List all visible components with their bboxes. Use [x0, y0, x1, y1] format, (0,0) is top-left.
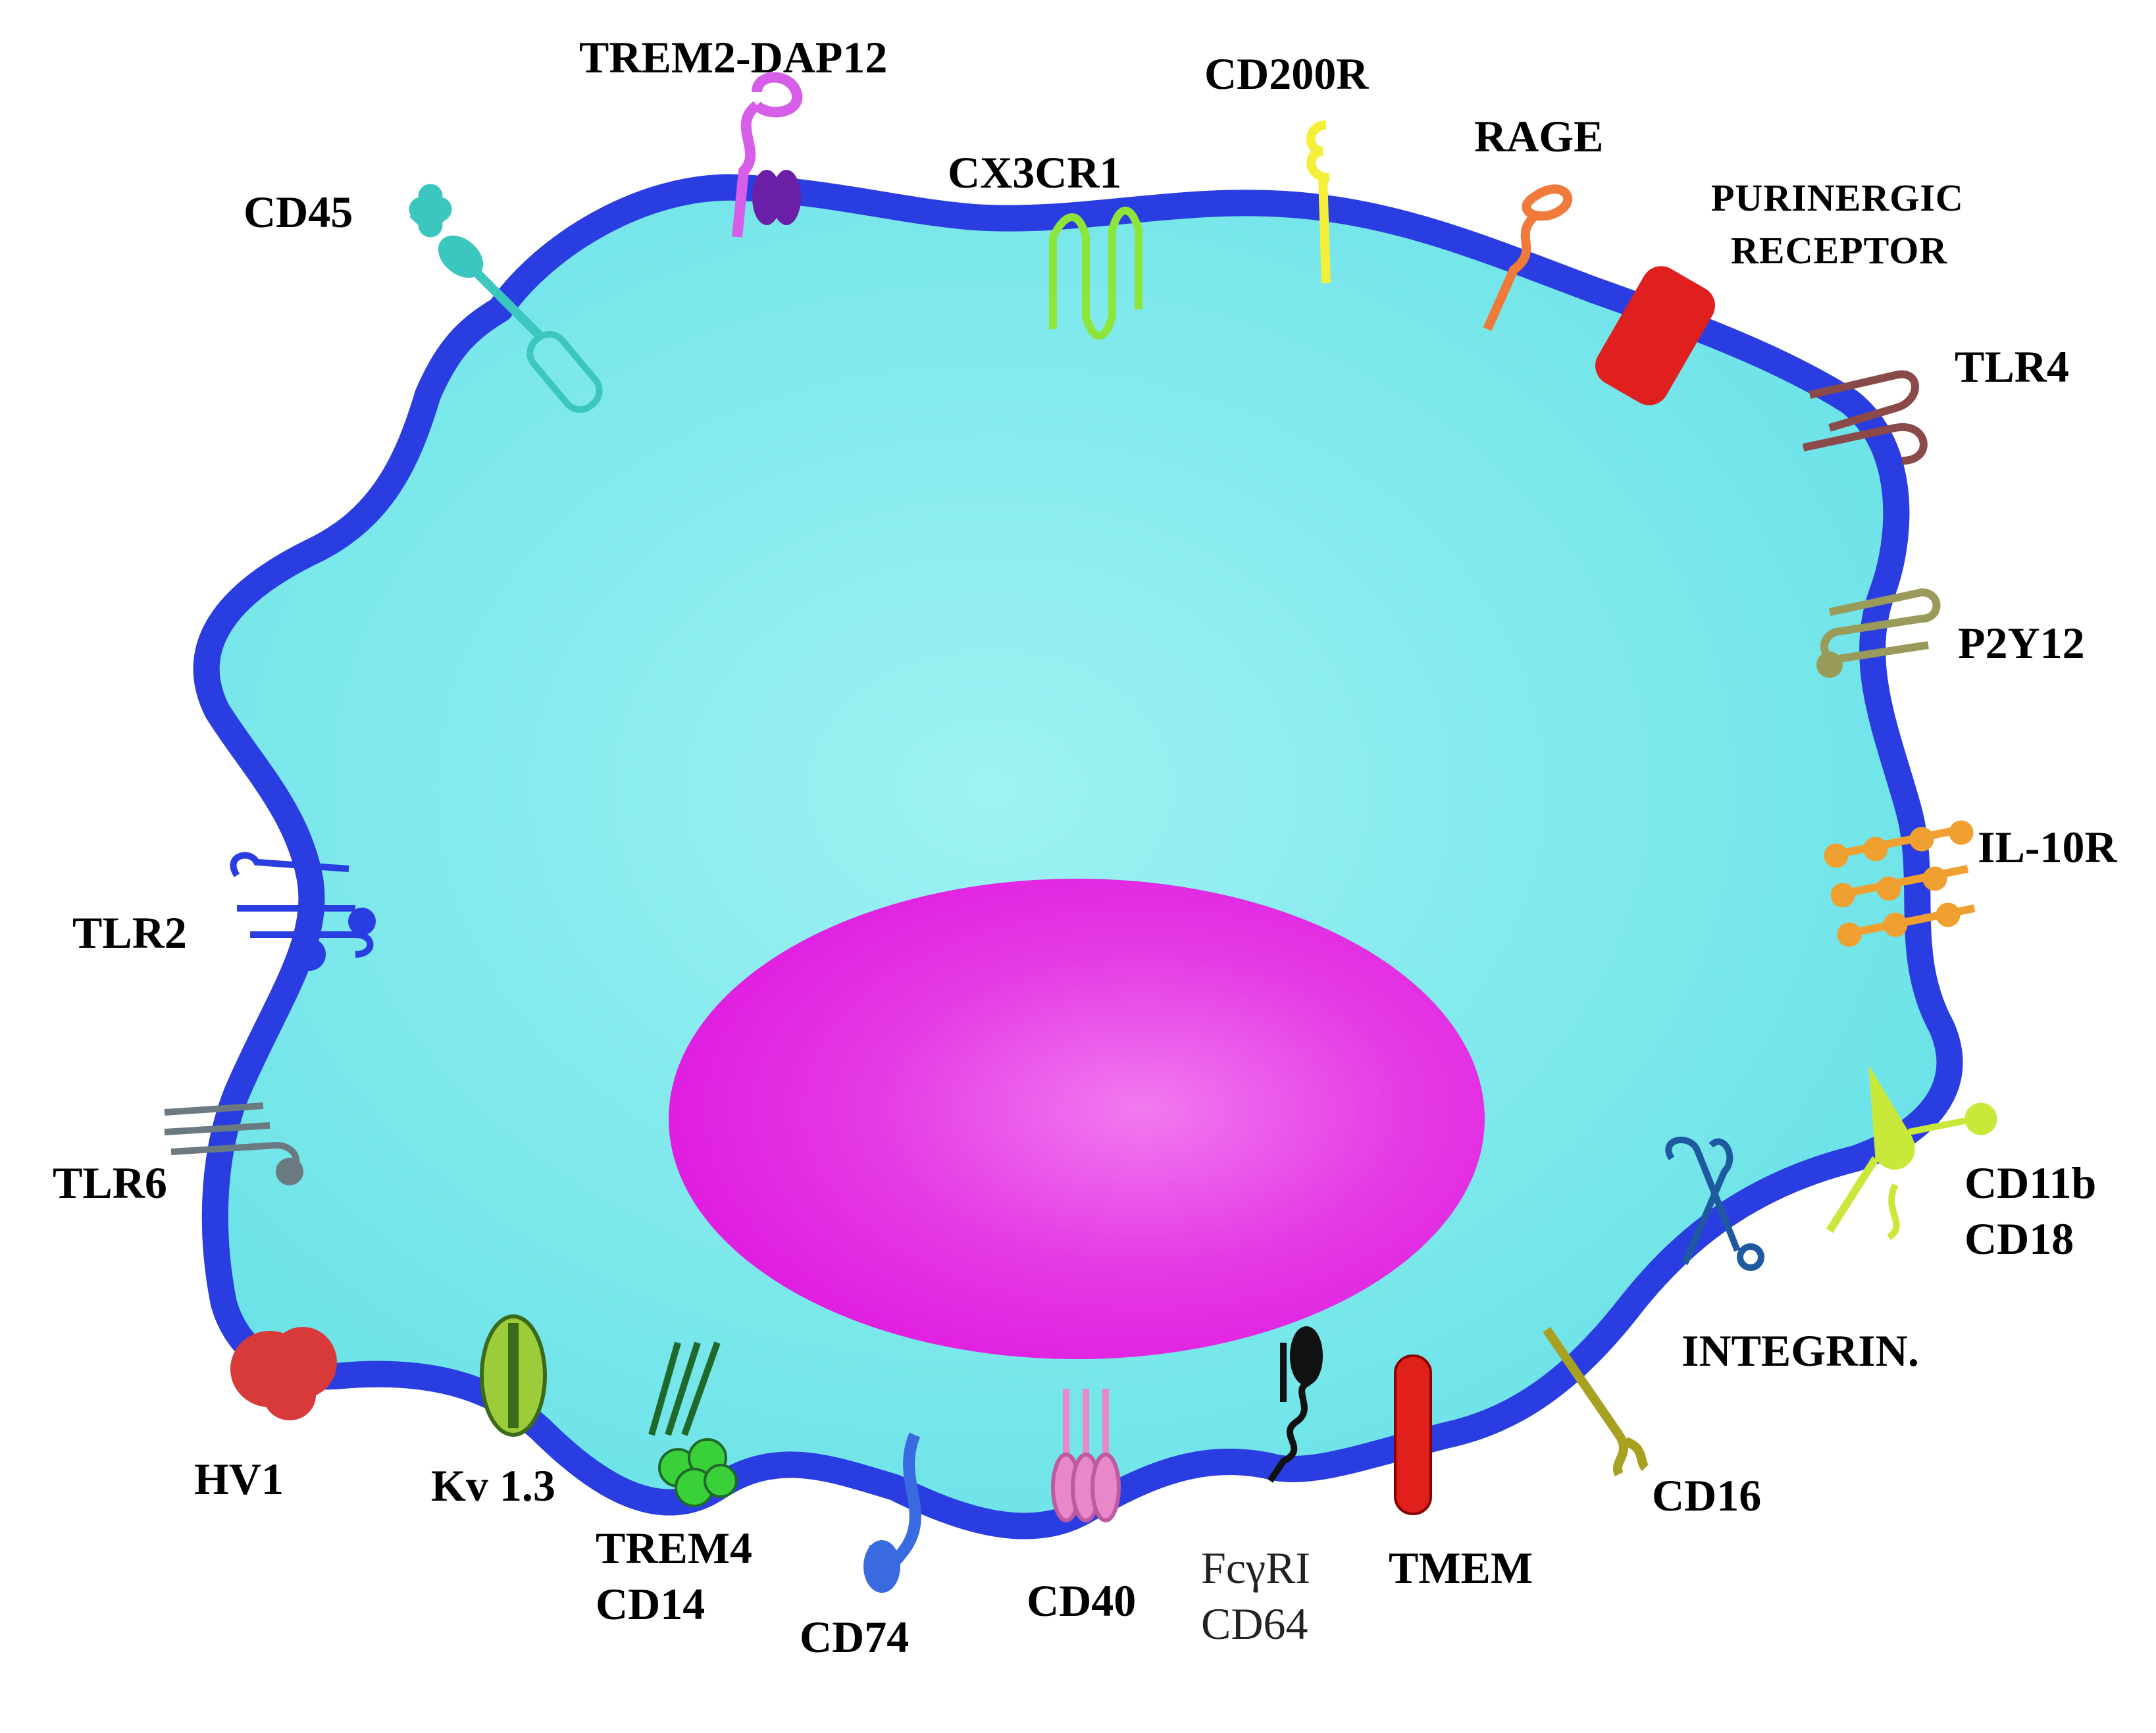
- tmem-receptor-icon: [1394, 1355, 1432, 1515]
- label-tlr4: TLR4: [1955, 342, 2069, 392]
- hv1-channel-icon: [230, 1327, 337, 1420]
- label-cd200r: CD200R: [1204, 49, 1369, 99]
- label-cd45: CD45: [244, 187, 353, 237]
- cx3cr1-receptor-icon: [1049, 207, 1142, 340]
- label-cd74: CD74: [800, 1612, 909, 1662]
- label-tmem: TMEM: [1389, 1543, 1533, 1593]
- il10r-receptor-icon: [1824, 820, 1976, 947]
- cd200r-receptor-icon: [1306, 120, 1331, 284]
- label-cd18: CD18: [1964, 1214, 2074, 1264]
- cd40-receptor-icon: [1051, 1389, 1121, 1522]
- tlr4-receptor-icon: [1802, 370, 1928, 465]
- kv13-channel-icon: [480, 1314, 547, 1437]
- label-cd14: CD14: [596, 1579, 705, 1629]
- label-integrin: INTEGRIN.: [1681, 1326, 1919, 1376]
- label-il10r: IL-10R: [1978, 822, 2117, 872]
- label-tlr2: TLR2: [72, 908, 187, 958]
- label-cd11b: CD11b: [1964, 1158, 2096, 1208]
- label-kv13: Kv 1.3: [431, 1461, 555, 1511]
- cd45-receptor-icon: [409, 184, 603, 413]
- label-hv1: HV1: [194, 1454, 284, 1504]
- label-fcgri: FcγRI: [1201, 1543, 1310, 1593]
- label-cd16: CD16: [1652, 1470, 1761, 1520]
- label-tlr6: TLR6: [53, 1158, 167, 1208]
- tlr2-receptor-icon: [230, 852, 376, 971]
- trem4-cd14-receptor-icon: [648, 1341, 738, 1507]
- label-cx3cr1: CX3CR1: [948, 147, 1121, 197]
- rage-receptor-icon: [1483, 184, 1573, 331]
- cd74-receptor-icon: [863, 1432, 921, 1593]
- label-trem2-dap12: TREM2-DAP12: [579, 32, 887, 82]
- purinergic-receptor-icon: [1595, 266, 1715, 405]
- label-purinergic-2: RECEPTOR: [1731, 229, 1947, 272]
- p2y12-receptor-icon: [1816, 588, 1941, 678]
- label-cd40: CD40: [1027, 1576, 1136, 1626]
- label-cd64: CD64: [1201, 1599, 1308, 1649]
- cd11b-cd18-receptor-icon: [1826, 1066, 1997, 1241]
- label-rage: RAGE: [1474, 111, 1603, 161]
- trem2-dap12-receptor-icon: [732, 72, 803, 238]
- cd16-receptor-icon: [1543, 1327, 1649, 1477]
- nucleus: [669, 879, 1485, 1359]
- label-trem4: TREM4: [596, 1523, 752, 1573]
- tlr6-receptor-icon: [164, 1102, 303, 1185]
- fcgri-receptor-icon: [1267, 1326, 1323, 1483]
- label-p2y12: P2Y12: [1958, 618, 2085, 668]
- integrin-receptor-icon: [1665, 1137, 1764, 1271]
- label-purinergic-1: PURINERGIC: [1711, 176, 1964, 219]
